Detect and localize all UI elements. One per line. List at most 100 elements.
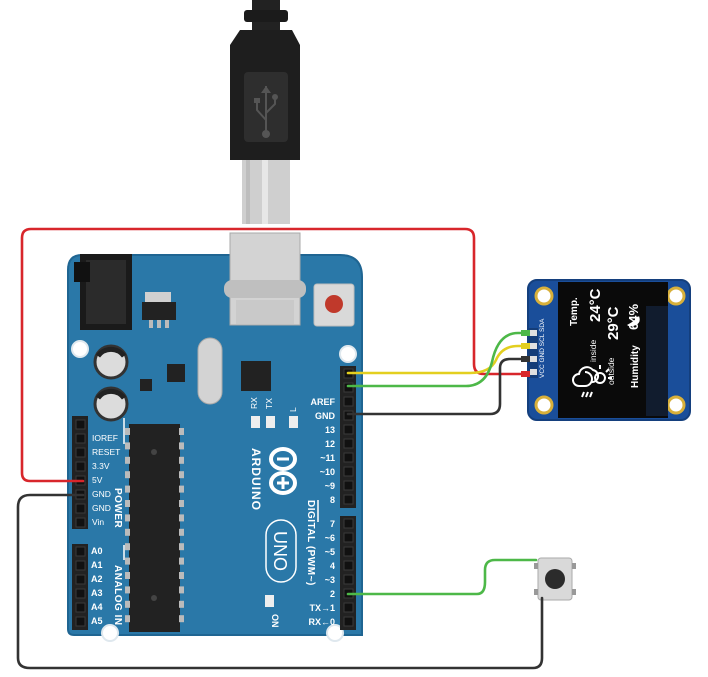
usb-symbol-icon: [254, 86, 278, 138]
digital-pin-label: 12: [325, 439, 335, 449]
header-socket[interactable]: [75, 546, 86, 557]
power-jack: [74, 254, 132, 330]
header-socket[interactable]: [343, 382, 354, 393]
header-socket[interactable]: [343, 452, 354, 463]
power-pin-label: GND: [92, 503, 111, 513]
mount-hole: [534, 286, 554, 306]
microcontroller-chip: [129, 424, 180, 632]
voltage-regulator: [142, 292, 176, 328]
header-socket[interactable]: [343, 616, 354, 627]
wire-button-pin2: [346, 558, 538, 596]
reset-button[interactable]: [313, 283, 355, 327]
digital-pin-label: GND: [315, 411, 336, 421]
analog-section-label: ANALOG IN: [112, 565, 123, 626]
water-drop-icon: [627, 316, 640, 327]
outside-label: outside: [606, 357, 616, 385]
brand-text: ARDUINO: [249, 448, 263, 511]
power-pin-label: IOREF: [92, 433, 118, 443]
analog-pin-label: A0: [91, 546, 103, 556]
arduino-uno-board[interactable]: RX TX L ON ARDUINO UNO IORE: [67, 232, 363, 642]
power-pin-label: 3.3V: [92, 461, 110, 471]
wire-gnd-button: [16, 493, 544, 670]
header-socket[interactable]: [343, 574, 354, 585]
power-section-label: POWER: [112, 488, 123, 529]
digital-pin-label: 4: [330, 561, 335, 571]
digital-pin-label: ~11: [320, 453, 335, 463]
analog-pin-label: A4: [91, 602, 103, 612]
oled-display-module[interactable]: VCC GND SCL SDA Temp. 24°C inside 29°C o…: [527, 279, 691, 421]
mount-hole: [339, 345, 357, 363]
analog-pin-label: A1: [91, 560, 103, 570]
inside-value: 24°C: [587, 288, 604, 322]
l-led-label: L: [288, 407, 298, 412]
crystal-oscillator: [197, 337, 223, 405]
header-socket[interactable]: [343, 466, 354, 477]
header-socket[interactable]: [343, 518, 354, 529]
mount-hole: [666, 286, 686, 306]
header-socket[interactable]: [75, 503, 86, 514]
model-badge: UNO: [265, 519, 297, 583]
wire-sda: [346, 344, 530, 375]
oled-screen-content: Temp. 24°C inside 29°C outside Humidity …: [569, 288, 641, 398]
digital-header-low: [340, 516, 356, 630]
rx-led-label: RX: [249, 397, 259, 409]
mount-hole: [534, 395, 554, 415]
header-socket[interactable]: [343, 410, 354, 421]
inside-label: inside: [588, 340, 598, 362]
power-pin-label: RESET: [92, 447, 120, 457]
usb-controller-chip: [241, 361, 271, 391]
header-socket[interactable]: [75, 517, 86, 528]
header-socket[interactable]: [343, 424, 354, 435]
analog-pin-label: A3: [91, 588, 103, 598]
digital-pin-label: ~6: [325, 533, 335, 543]
analog-pin-label: A2: [91, 574, 103, 584]
temp-title: Temp.: [569, 297, 580, 326]
header-socket[interactable]: [343, 602, 354, 613]
header-socket[interactable]: [75, 574, 86, 585]
header-socket[interactable]: [75, 588, 86, 599]
outside-value: 29°C: [605, 306, 622, 340]
header-socket[interactable]: [75, 461, 86, 472]
weather-cloud-sun-icon: [572, 365, 612, 398]
mount-hole: [666, 395, 686, 415]
header-socket[interactable]: [343, 494, 354, 505]
digital-pin-label: AREF: [311, 397, 336, 407]
header-socket[interactable]: [75, 447, 86, 458]
digital-pin-label: 7: [330, 519, 335, 529]
digital-section-label: DIGITAL (PWM~): [305, 500, 316, 586]
arduino-logo-icon: [269, 447, 297, 495]
mount-hole: [71, 340, 89, 358]
digital-pin-label: ~5: [325, 547, 335, 557]
usb-cable: [230, 0, 300, 224]
header-sockets: [75, 368, 354, 627]
power-pin-label: GND: [92, 489, 111, 499]
header-socket[interactable]: [343, 396, 354, 407]
header-socket[interactable]: [343, 546, 354, 557]
on-led-label: ON: [270, 614, 280, 628]
header-socket[interactable]: [75, 602, 86, 613]
analog-pin-label: A5: [91, 616, 103, 626]
header-socket[interactable]: [75, 616, 86, 627]
header-socket[interactable]: [75, 433, 86, 444]
header-socket[interactable]: [343, 560, 354, 571]
digital-pin-label: ~9: [325, 481, 335, 491]
header-socket[interactable]: [343, 438, 354, 449]
push-button[interactable]: [534, 557, 576, 601]
header-socket[interactable]: [75, 419, 86, 430]
digital-pin-label: ~10: [320, 467, 335, 477]
header-socket[interactable]: [343, 480, 354, 491]
mount-hole: [101, 624, 119, 642]
power-pin-label: 5V: [92, 475, 103, 485]
digital-pin-label: ~3: [325, 575, 335, 585]
oled-pin-labels: VCC GND SCL SDA: [539, 318, 546, 378]
header-socket[interactable]: [75, 560, 86, 571]
wire-gnd-oled: [346, 357, 530, 416]
digital-pin-label: 2: [330, 589, 335, 599]
digital-pin-label: RX←0: [308, 617, 335, 627]
wires: [16, 227, 544, 670]
chip-pins: [125, 428, 184, 623]
header-socket[interactable]: [343, 532, 354, 543]
digital-pin-label: TX→1: [309, 603, 335, 613]
capacitor: [93, 344, 129, 380]
